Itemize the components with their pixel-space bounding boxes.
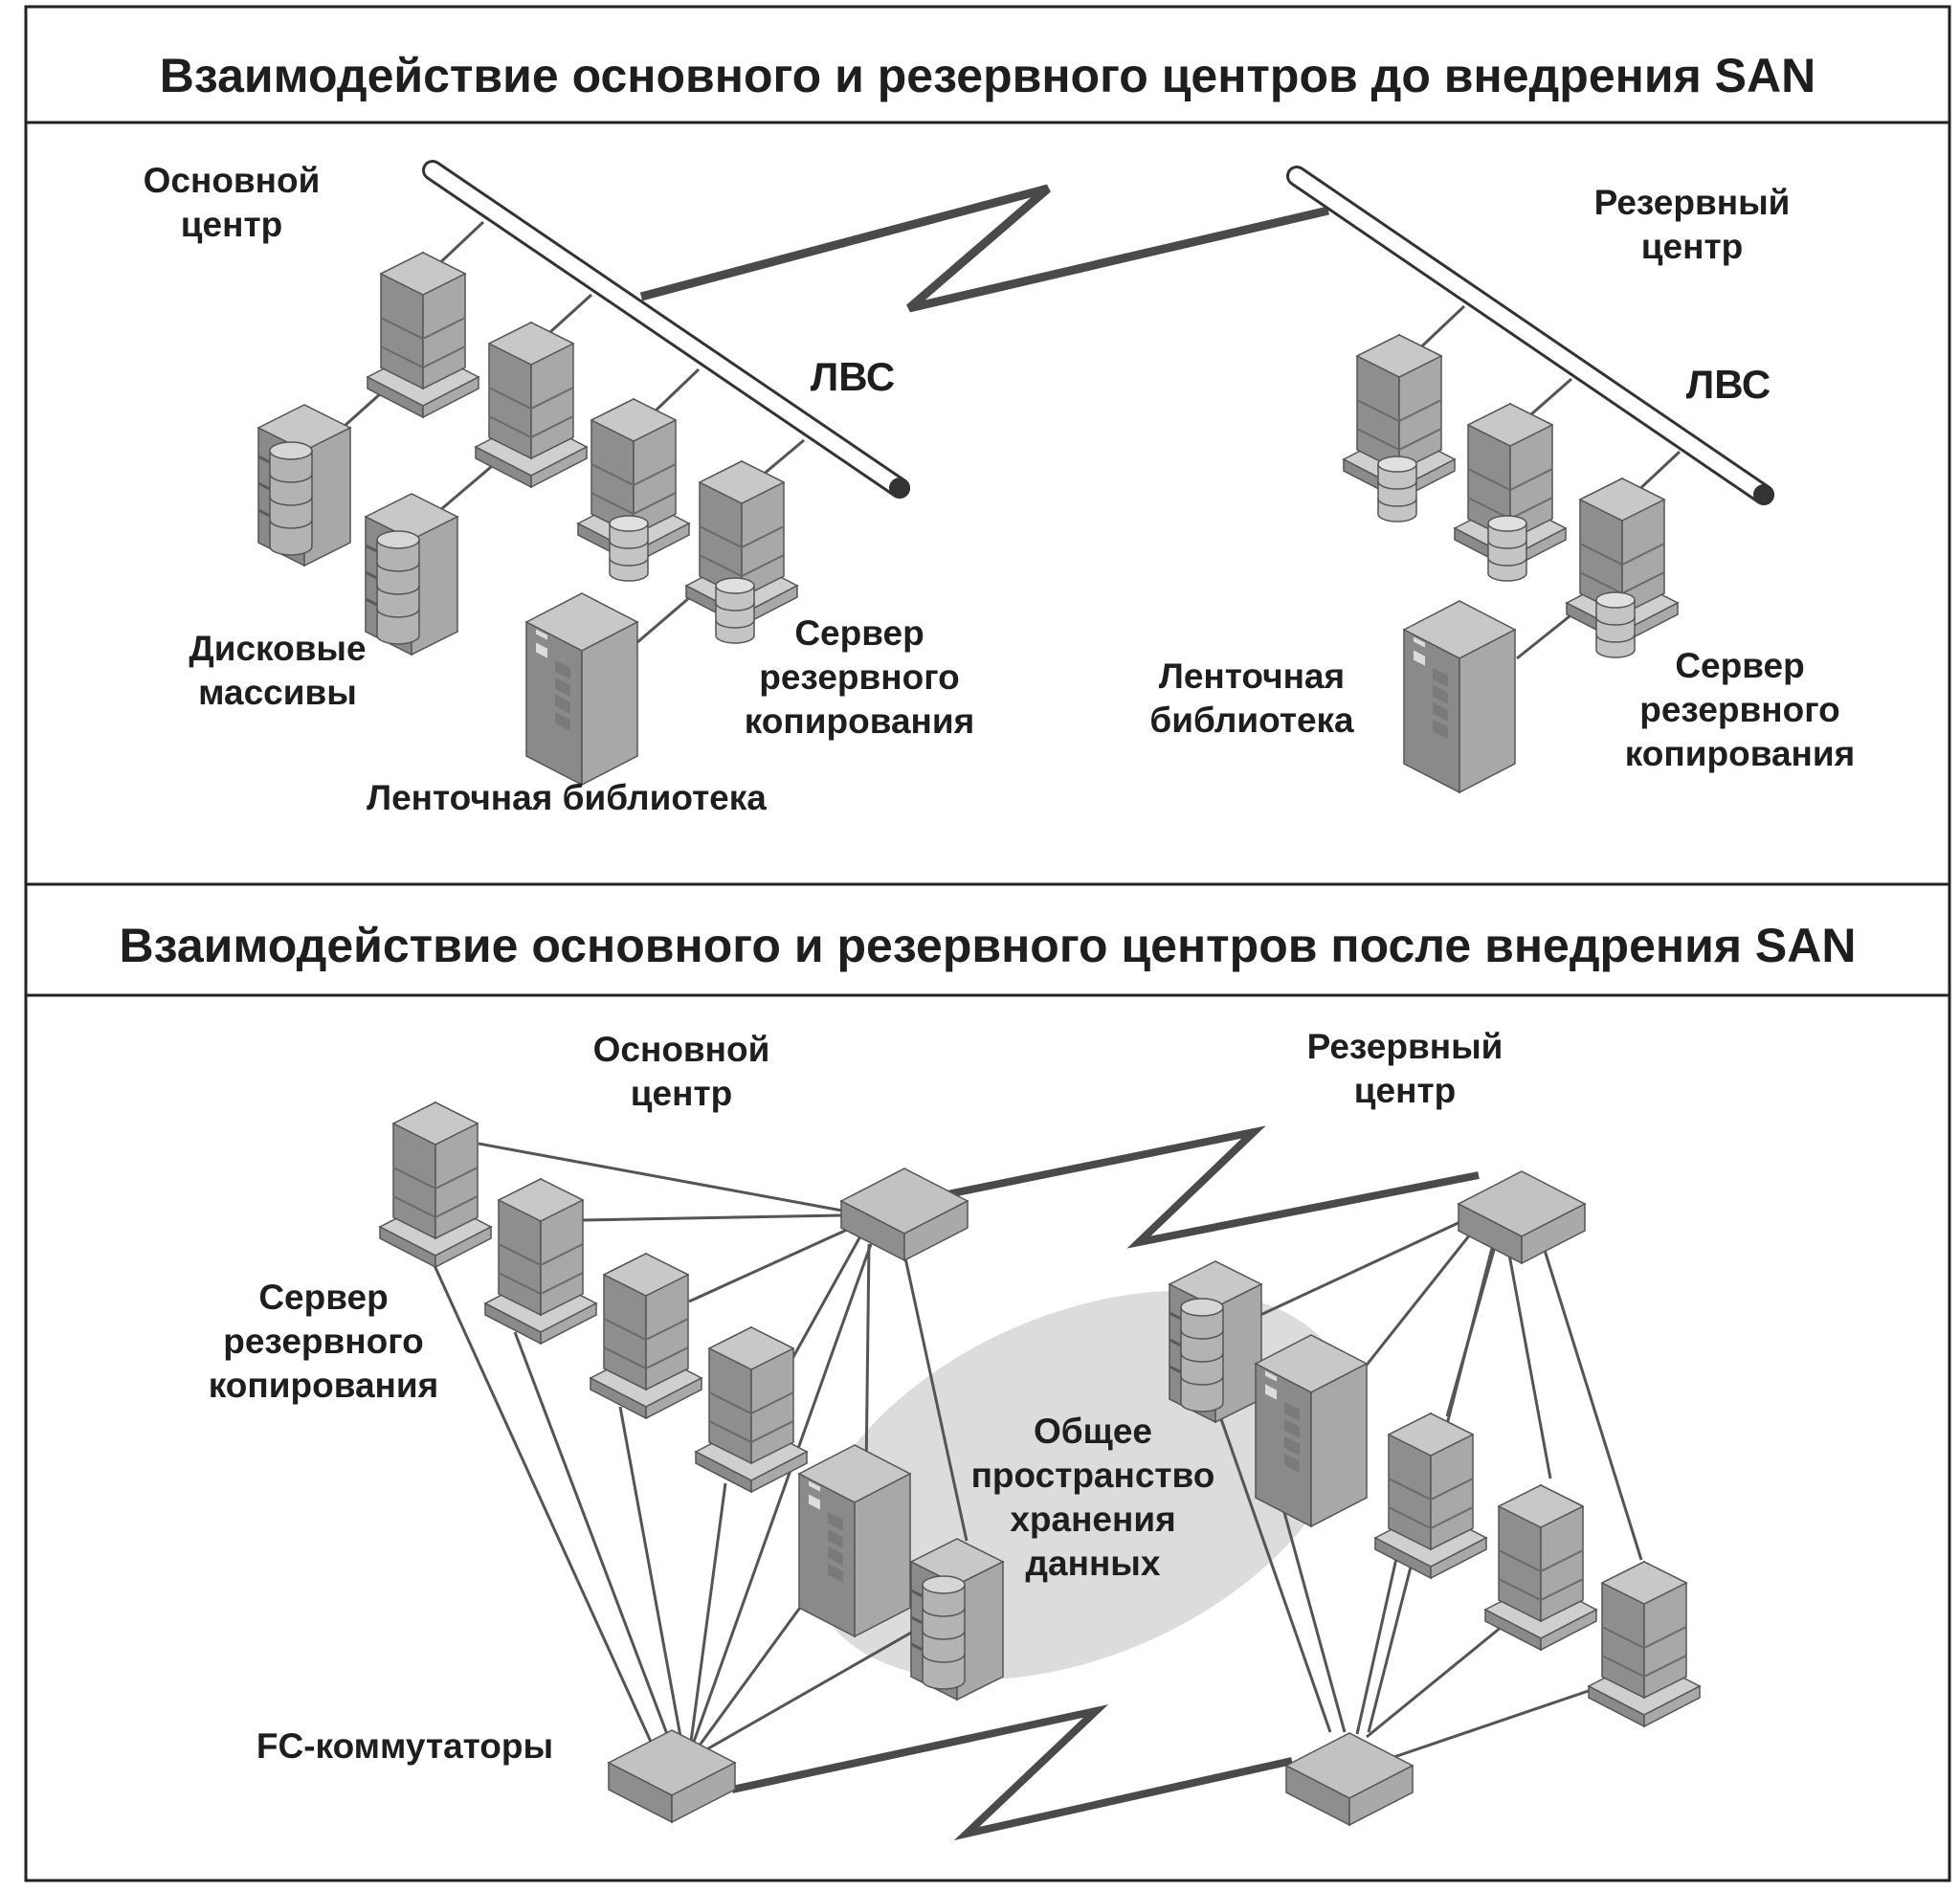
label-main-center-1: Основной xyxy=(144,161,321,200)
tape-library-icon xyxy=(525,592,638,786)
label-shared-storage-1: Общее xyxy=(1034,1412,1152,1451)
label-shared-storage-3: хранения xyxy=(1010,1500,1175,1539)
wan-link-top xyxy=(937,1125,1480,1249)
wan-link xyxy=(639,184,1330,313)
title-after-san: Взаимодействие основного и резервного це… xyxy=(120,919,1857,972)
label-backup-server-3: копирования xyxy=(209,1366,438,1405)
database-icon xyxy=(1595,591,1636,658)
label-main-center-1: Основной xyxy=(593,1030,770,1069)
outer-frame xyxy=(24,5,1951,1882)
database-icon xyxy=(715,577,755,644)
lan-bus-reserve xyxy=(1286,166,1774,505)
server-icon xyxy=(1374,1413,1487,1579)
label-lan-reserve: ЛВС xyxy=(1686,362,1771,407)
label-disk-arrays-1: Дисковые xyxy=(189,629,366,668)
label-shared-storage-2: пространство xyxy=(971,1456,1215,1495)
fc-links xyxy=(431,1142,1643,1763)
panel-after-san: Основной центр Резервный центр Сервер ре… xyxy=(209,1027,1701,1841)
label-main-center-2: центр xyxy=(181,205,282,244)
disk-array-icon xyxy=(1168,1259,1263,1424)
label-shared-storage-4: данных xyxy=(1026,1544,1161,1583)
label-backup-server-1: Сервер xyxy=(258,1278,388,1317)
label-backup-server-main-2: резервного xyxy=(759,657,959,697)
label-backup-server-2: резервного xyxy=(223,1322,423,1361)
server-icon xyxy=(484,1178,597,1345)
label-reserve-center-1: Резервный xyxy=(1307,1027,1503,1066)
disk-array-icon xyxy=(256,403,352,567)
tape-library-icon xyxy=(798,1444,911,1637)
label-backup-server-main-3: копирования xyxy=(745,701,974,741)
label-backup-server-reserve-2: резервного xyxy=(1639,690,1839,729)
server-icon xyxy=(590,1253,702,1419)
server-icon xyxy=(379,1101,492,1268)
database-icon xyxy=(1487,515,1527,582)
fc-switch-icon xyxy=(840,1168,969,1261)
label-fc-switches: FC-коммутаторы xyxy=(256,1726,553,1766)
label-reserve-center-2: центр xyxy=(1641,227,1743,266)
label-backup-server-reserve-3: копирования xyxy=(1625,734,1855,773)
label-tape-library-reserve-2: библиотека xyxy=(1149,701,1354,740)
label-main-center-2: центр xyxy=(631,1074,732,1113)
label-disk-arrays-2: массивы xyxy=(198,673,357,712)
server-icon xyxy=(695,1326,808,1493)
fc-switch-icon xyxy=(1458,1170,1586,1264)
database-icon xyxy=(609,515,649,582)
disk-array-icon xyxy=(364,492,459,656)
label-backup-server-main-1: Сервер xyxy=(794,613,924,653)
disk-array-icon xyxy=(909,1537,1005,1702)
server-icon xyxy=(1588,1561,1701,1727)
label-tape-library-main: Ленточная библиотека xyxy=(367,778,767,817)
wan-link-bottom xyxy=(731,1704,1293,1841)
server-icon xyxy=(1484,1484,1597,1651)
lan-bus-main xyxy=(422,160,910,499)
fc-switch-icon xyxy=(1285,1732,1414,1826)
server-icon xyxy=(367,252,479,418)
label-reserve-center-2: центр xyxy=(1354,1071,1456,1110)
label-reserve-center-1: Резервный xyxy=(1594,183,1791,222)
label-lan-main: ЛВС xyxy=(811,354,896,399)
title-before-san: Взаимодействие основного и резервного це… xyxy=(160,49,1815,102)
tape-library-icon xyxy=(1403,600,1516,793)
database-icon xyxy=(1377,456,1417,523)
tape-library-icon xyxy=(1255,1334,1368,1527)
label-backup-server-reserve-1: Сервер xyxy=(1675,646,1804,685)
label-tape-library-reserve-1: Ленточная xyxy=(1159,656,1345,696)
panel-before-san: Основной центр Резервный центр ЛВС ЛВС Д… xyxy=(144,160,1855,817)
server-icon xyxy=(475,322,588,488)
